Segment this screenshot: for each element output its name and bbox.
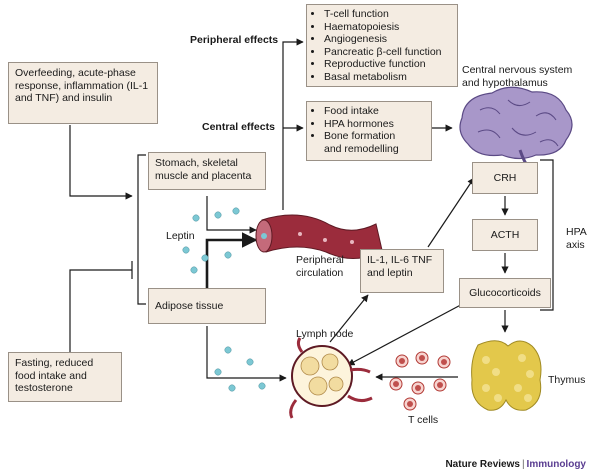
arrow-lymph-cytokines [329,294,369,343]
arrow-gc-lymph [347,299,471,366]
peripheral-effects-box: T-cell function Haematopoiesis Angiogene… [306,4,458,87]
stomach-box: Stomach, skeletal muscle and placenta [148,152,266,190]
effect-item: Angiogenesis [324,33,451,46]
peripheral-circulation-label: Peripheral circulation [296,254,344,279]
effect-item: HPA hormones [324,118,425,131]
acth-box: ACTH [472,219,538,251]
thymus-icon [471,340,542,411]
arrow-cytokines-crh [427,177,475,248]
blood-vessel-icon [255,214,383,259]
central-effects-box: Food intake HPA hormones Bone formation … [306,101,432,161]
adipose-text: Adipose tissue [155,300,224,312]
hpa-axis-label: HPA axis [566,226,587,251]
t-cells-label: T cells [408,414,439,426]
effect-item: Haematopoiesis [324,21,451,34]
fasting-text: Fasting, reduced food intake and testost… [15,357,94,394]
publisher-name: Nature Reviews [445,459,520,470]
effect-item: Reproductive function [324,58,451,71]
effect-item: Pancreatic β-cell function [324,46,451,59]
effect-item: T-cell function [324,8,451,21]
glucocorticoids-text: Glucocorticoids [469,287,541,299]
leptin-label: Leptin [166,230,195,242]
lymph-node-label: Lymph node [296,328,354,340]
overfeeding-text: Overfeeding, acute-phase response, infla… [15,67,149,104]
crh-box: CRH [472,162,538,194]
stomach-text: Stomach, skeletal muscle and placenta [155,157,252,182]
hpa-bracket [540,159,554,311]
journal-name: Immunology [526,459,586,470]
leptin-molecules [182,207,266,392]
central-effects-label: Central effects [202,121,275,133]
peripheral-effects-label: Peripheral effects [190,34,279,46]
fasting-box: Fasting, reduced food intake and testost… [8,352,122,402]
lymph-node-icon [289,337,373,419]
peripheral-effects-list: T-cell function Haematopoiesis Angiogene… [313,8,451,83]
central-effects-list: Food intake HPA hormones Bone formation … [313,105,425,155]
t-cells-icon [389,351,451,411]
arrow-adipose-lymph [206,326,287,382]
arrow-stomach-leptin [206,196,257,234]
arrow-adipose-leptin [205,232,258,288]
adipose-box: Adipose tissue [148,288,266,324]
effect-item: and remodelling [324,142,399,155]
effect-item: Basal metabolism [324,71,451,84]
effect-item: Bone formation [324,130,425,143]
source-bracket [137,154,146,305]
cns-label: Central nervous system and hypothalamus [462,64,573,89]
brain-icon [459,86,573,171]
crh-text: CRH [493,172,517,184]
thymus-label: Thymus [548,374,586,386]
footer-separator: | [521,459,525,470]
effect-item: Food intake [324,105,425,118]
footer-credit: Nature Reviews|Immunology [445,459,586,470]
overfeeding-box: Overfeeding, acute-phase response, infla… [8,62,158,124]
cytokines-text: IL-1, IL-6 TNF and leptin [367,254,433,279]
arrow-peripheral-effects [282,38,304,210]
acth-text: ACTH [490,229,520,241]
glucocorticoids-box: Glucocorticoids [459,278,551,308]
inhibit-fasting [69,269,132,352]
arrow-overfeeding [69,125,133,200]
cytokines-box: IL-1, IL-6 TNF and leptin [360,249,444,293]
